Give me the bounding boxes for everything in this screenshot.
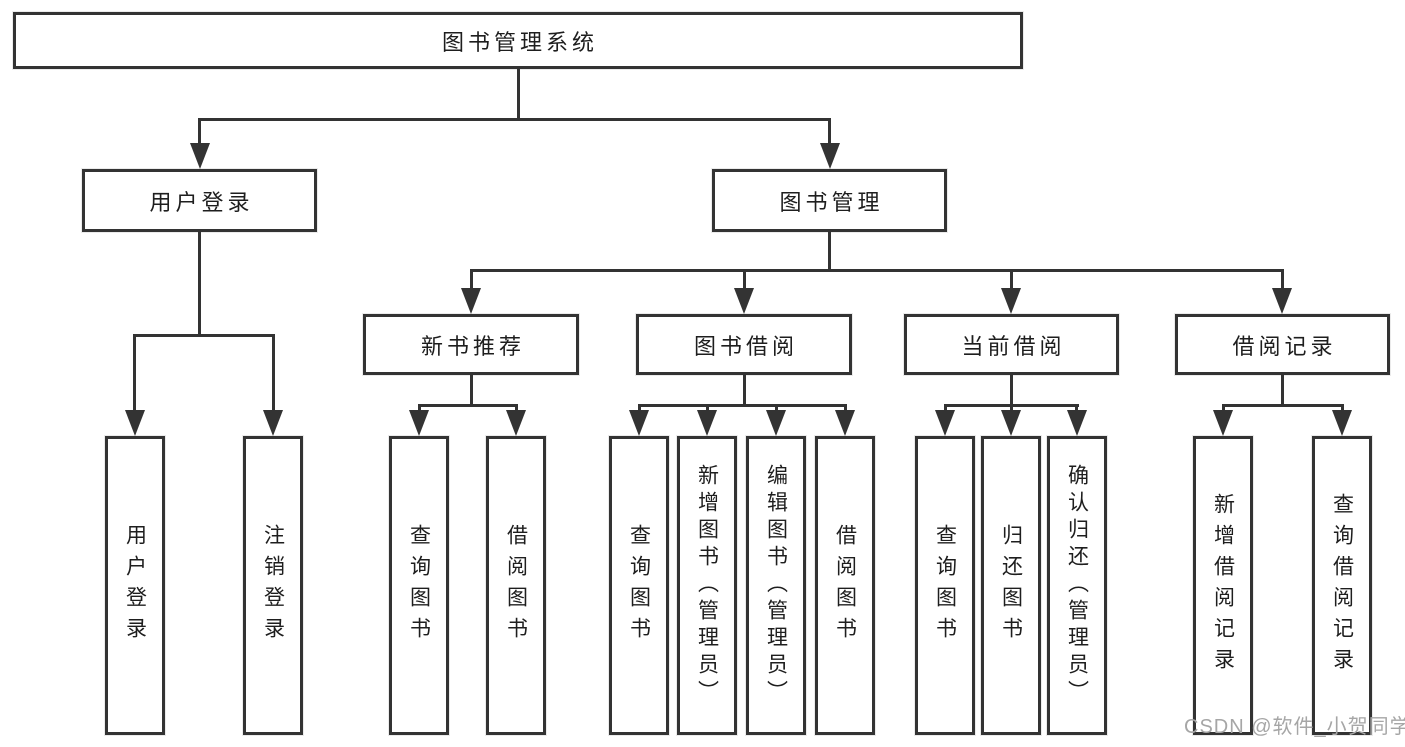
connector-line <box>1341 404 1344 414</box>
connector-line <box>470 374 473 406</box>
leaf-query-books-current-label: 查询图书 <box>933 523 957 648</box>
arrow-down-icon <box>409 410 429 436</box>
node-root-library-system: 图书管理系统 <box>13 12 1023 69</box>
leaf-add-books-admin-label: 新增图书（管理员） <box>695 464 719 707</box>
connector-line <box>1075 404 1078 414</box>
arrow-down-icon <box>1001 288 1021 314</box>
node-borrow-records: 借阅记录 <box>1175 314 1390 375</box>
connector-line <box>418 404 518 407</box>
node-user-login-label: 用户登录 <box>149 189 254 215</box>
node-book-borrowing-label: 图书借阅 <box>693 333 798 359</box>
connector-line <box>1010 404 1013 414</box>
arrow-down-icon <box>506 410 526 436</box>
leaf-logout: 注销登录 <box>243 436 303 735</box>
leaf-borrow-books-recommend: 借阅图书 <box>486 436 546 735</box>
connector-line <box>418 404 421 414</box>
node-root-label: 图书管理系统 <box>441 29 598 55</box>
node-new-book-recommend-label: 新书推荐 <box>420 333 525 359</box>
arrow-down-icon <box>461 288 481 314</box>
arrow-down-icon <box>190 143 210 169</box>
leaf-return-books-label: 归还图书 <box>999 523 1023 648</box>
arrow-down-icon <box>1272 288 1292 314</box>
connector-line <box>517 68 520 121</box>
arrow-down-icon <box>125 410 145 436</box>
leaf-user-login-label: 用户登录 <box>123 523 147 648</box>
connector-line <box>198 231 201 336</box>
connector-line <box>706 404 709 414</box>
leaf-add-borrow-record-label: 新增借阅记录 <box>1211 492 1235 679</box>
leaf-query-books-recommend-label: 查询图书 <box>407 523 431 648</box>
connector-line <box>944 404 947 414</box>
arrow-down-icon <box>935 410 955 436</box>
arrow-down-icon <box>1213 410 1233 436</box>
connector-line <box>272 334 275 414</box>
leaf-query-books-borrowing-label: 查询图书 <box>627 523 651 648</box>
node-user-login: 用户登录 <box>82 169 317 232</box>
node-book-borrowing: 图书借阅 <box>636 314 852 375</box>
arrow-down-icon <box>766 410 786 436</box>
watermark: CSDN @软件_小贺同学 <box>1184 716 1405 738</box>
connector-line <box>133 334 275 337</box>
arrow-down-icon <box>820 143 840 169</box>
connector-line <box>1222 404 1344 407</box>
leaf-borrow-books-borrowing: 借阅图书 <box>815 436 875 735</box>
leaf-confirm-return-admin-label: 确认归还（管理员） <box>1065 464 1089 707</box>
leaf-add-books-admin: 新增图书（管理员） <box>677 436 737 735</box>
connector-line <box>844 404 847 414</box>
node-book-management-label: 图书管理 <box>779 189 884 215</box>
node-borrow-records-label: 借阅记录 <box>1232 333 1337 359</box>
arrow-down-icon <box>629 410 649 436</box>
connector-line <box>1281 269 1284 291</box>
leaf-query-borrow-record: 查询借阅记录 <box>1312 436 1372 735</box>
node-current-borrowing: 当前借阅 <box>904 314 1119 375</box>
connector-line <box>775 404 778 414</box>
connector-line <box>133 334 136 414</box>
connector-line <box>1010 269 1013 291</box>
leaf-user-login: 用户登录 <box>105 436 165 735</box>
connector-line <box>638 404 847 407</box>
connector-line <box>638 404 641 414</box>
leaf-query-borrow-record-label: 查询借阅记录 <box>1330 492 1354 679</box>
arrow-down-icon <box>734 288 754 314</box>
arrow-down-icon <box>835 410 855 436</box>
arrow-down-icon <box>697 410 717 436</box>
leaf-query-books-borrowing: 查询图书 <box>609 436 669 735</box>
node-current-borrowing-label: 当前借阅 <box>961 333 1066 359</box>
connector-line <box>470 269 473 291</box>
leaf-edit-books-admin-label: 编辑图书（管理员） <box>764 464 788 707</box>
leaf-borrow-books-borrowing-label: 借阅图书 <box>833 523 857 648</box>
connector-line <box>1010 374 1013 406</box>
node-book-management: 图书管理 <box>712 169 947 232</box>
leaf-edit-books-admin: 编辑图书（管理员） <box>746 436 806 735</box>
connector-line <box>743 374 746 406</box>
connector-line <box>515 404 518 414</box>
arrow-down-icon <box>263 410 283 436</box>
connector-line <box>1222 404 1225 414</box>
connector-line <box>470 269 1284 272</box>
leaf-borrow-books-recommend-label: 借阅图书 <box>504 523 528 648</box>
connector-line <box>743 269 746 291</box>
node-new-book-recommend: 新书推荐 <box>363 314 579 375</box>
leaf-logout-label: 注销登录 <box>261 523 285 648</box>
arrow-down-icon <box>1067 410 1087 436</box>
leaf-confirm-return-admin: 确认归还（管理员） <box>1047 436 1107 735</box>
connector-line <box>198 118 201 146</box>
connector-line <box>1281 374 1284 406</box>
leaf-return-books: 归还图书 <box>981 436 1041 735</box>
arrow-down-icon <box>1001 410 1021 436</box>
leaf-add-borrow-record: 新增借阅记录 <box>1193 436 1253 735</box>
arrow-down-icon <box>1332 410 1352 436</box>
leaf-query-books-current: 查询图书 <box>915 436 975 735</box>
connector-line <box>198 118 831 121</box>
connector-line <box>828 231 831 272</box>
leaf-query-books-recommend: 查询图书 <box>389 436 449 735</box>
connector-line <box>828 118 831 146</box>
